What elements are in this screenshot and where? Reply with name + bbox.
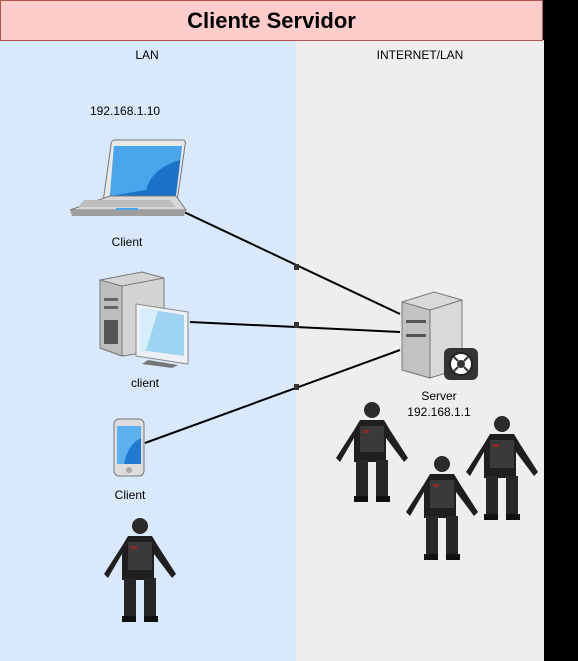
soldier-figure xyxy=(466,416,538,520)
connector-phone-server xyxy=(144,349,401,444)
lan-lane-label: LAN xyxy=(135,48,159,62)
soldier-figure xyxy=(336,402,408,502)
connector-laptop-server xyxy=(183,211,401,315)
laptop-client-label: Client xyxy=(111,235,143,249)
phone-client-label: Client xyxy=(114,488,146,502)
server-label: Server xyxy=(421,389,457,403)
diagram-title: Cliente Servidor xyxy=(0,0,543,41)
soldier-figure xyxy=(406,456,478,560)
server-icon[interactable] xyxy=(396,290,480,382)
laptop-ip-label: 192.168.1.10 xyxy=(90,104,161,118)
lane-crossing-marker xyxy=(294,264,299,270)
soldier-figure xyxy=(104,518,176,622)
server-ip-label: 192.168.1.1 xyxy=(407,405,471,419)
desktop-client-label: client xyxy=(130,376,160,390)
lane-crossing-marker xyxy=(294,322,299,328)
lane-crossing-marker xyxy=(294,384,299,390)
smartphone-icon[interactable] xyxy=(112,418,146,478)
internet-lan-lane-label: INTERNET/LAN xyxy=(376,48,464,62)
laptop-icon[interactable] xyxy=(66,138,188,220)
desktop-pc-icon[interactable] xyxy=(98,268,194,368)
